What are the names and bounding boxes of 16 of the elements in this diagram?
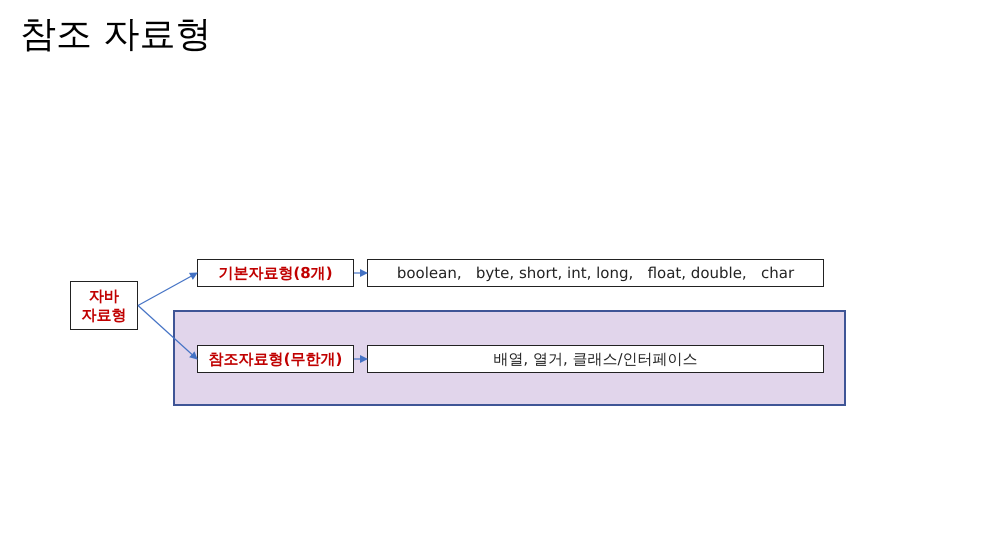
arrow xyxy=(138,272,198,306)
arrow xyxy=(354,355,368,363)
highlight-band xyxy=(173,310,846,406)
arrow xyxy=(138,305,198,360)
category-label: 기본자료형(8개) xyxy=(218,264,333,282)
list-box xyxy=(367,345,824,373)
arrow xyxy=(354,269,368,277)
type-list: boolean, byte, short, int, long, float, double, char xyxy=(396,264,794,282)
category-label: 참조자료형(무한개) xyxy=(208,350,342,368)
category-label: 자바 자료형 xyxy=(80,286,128,324)
category-box xyxy=(197,345,354,373)
list-box xyxy=(367,259,824,287)
type-list: 배열, 열거, 클래스/인터페이스 xyxy=(493,350,698,368)
category-box xyxy=(70,281,138,330)
category-box xyxy=(197,259,354,287)
title: 참조 자료형 xyxy=(20,13,212,57)
